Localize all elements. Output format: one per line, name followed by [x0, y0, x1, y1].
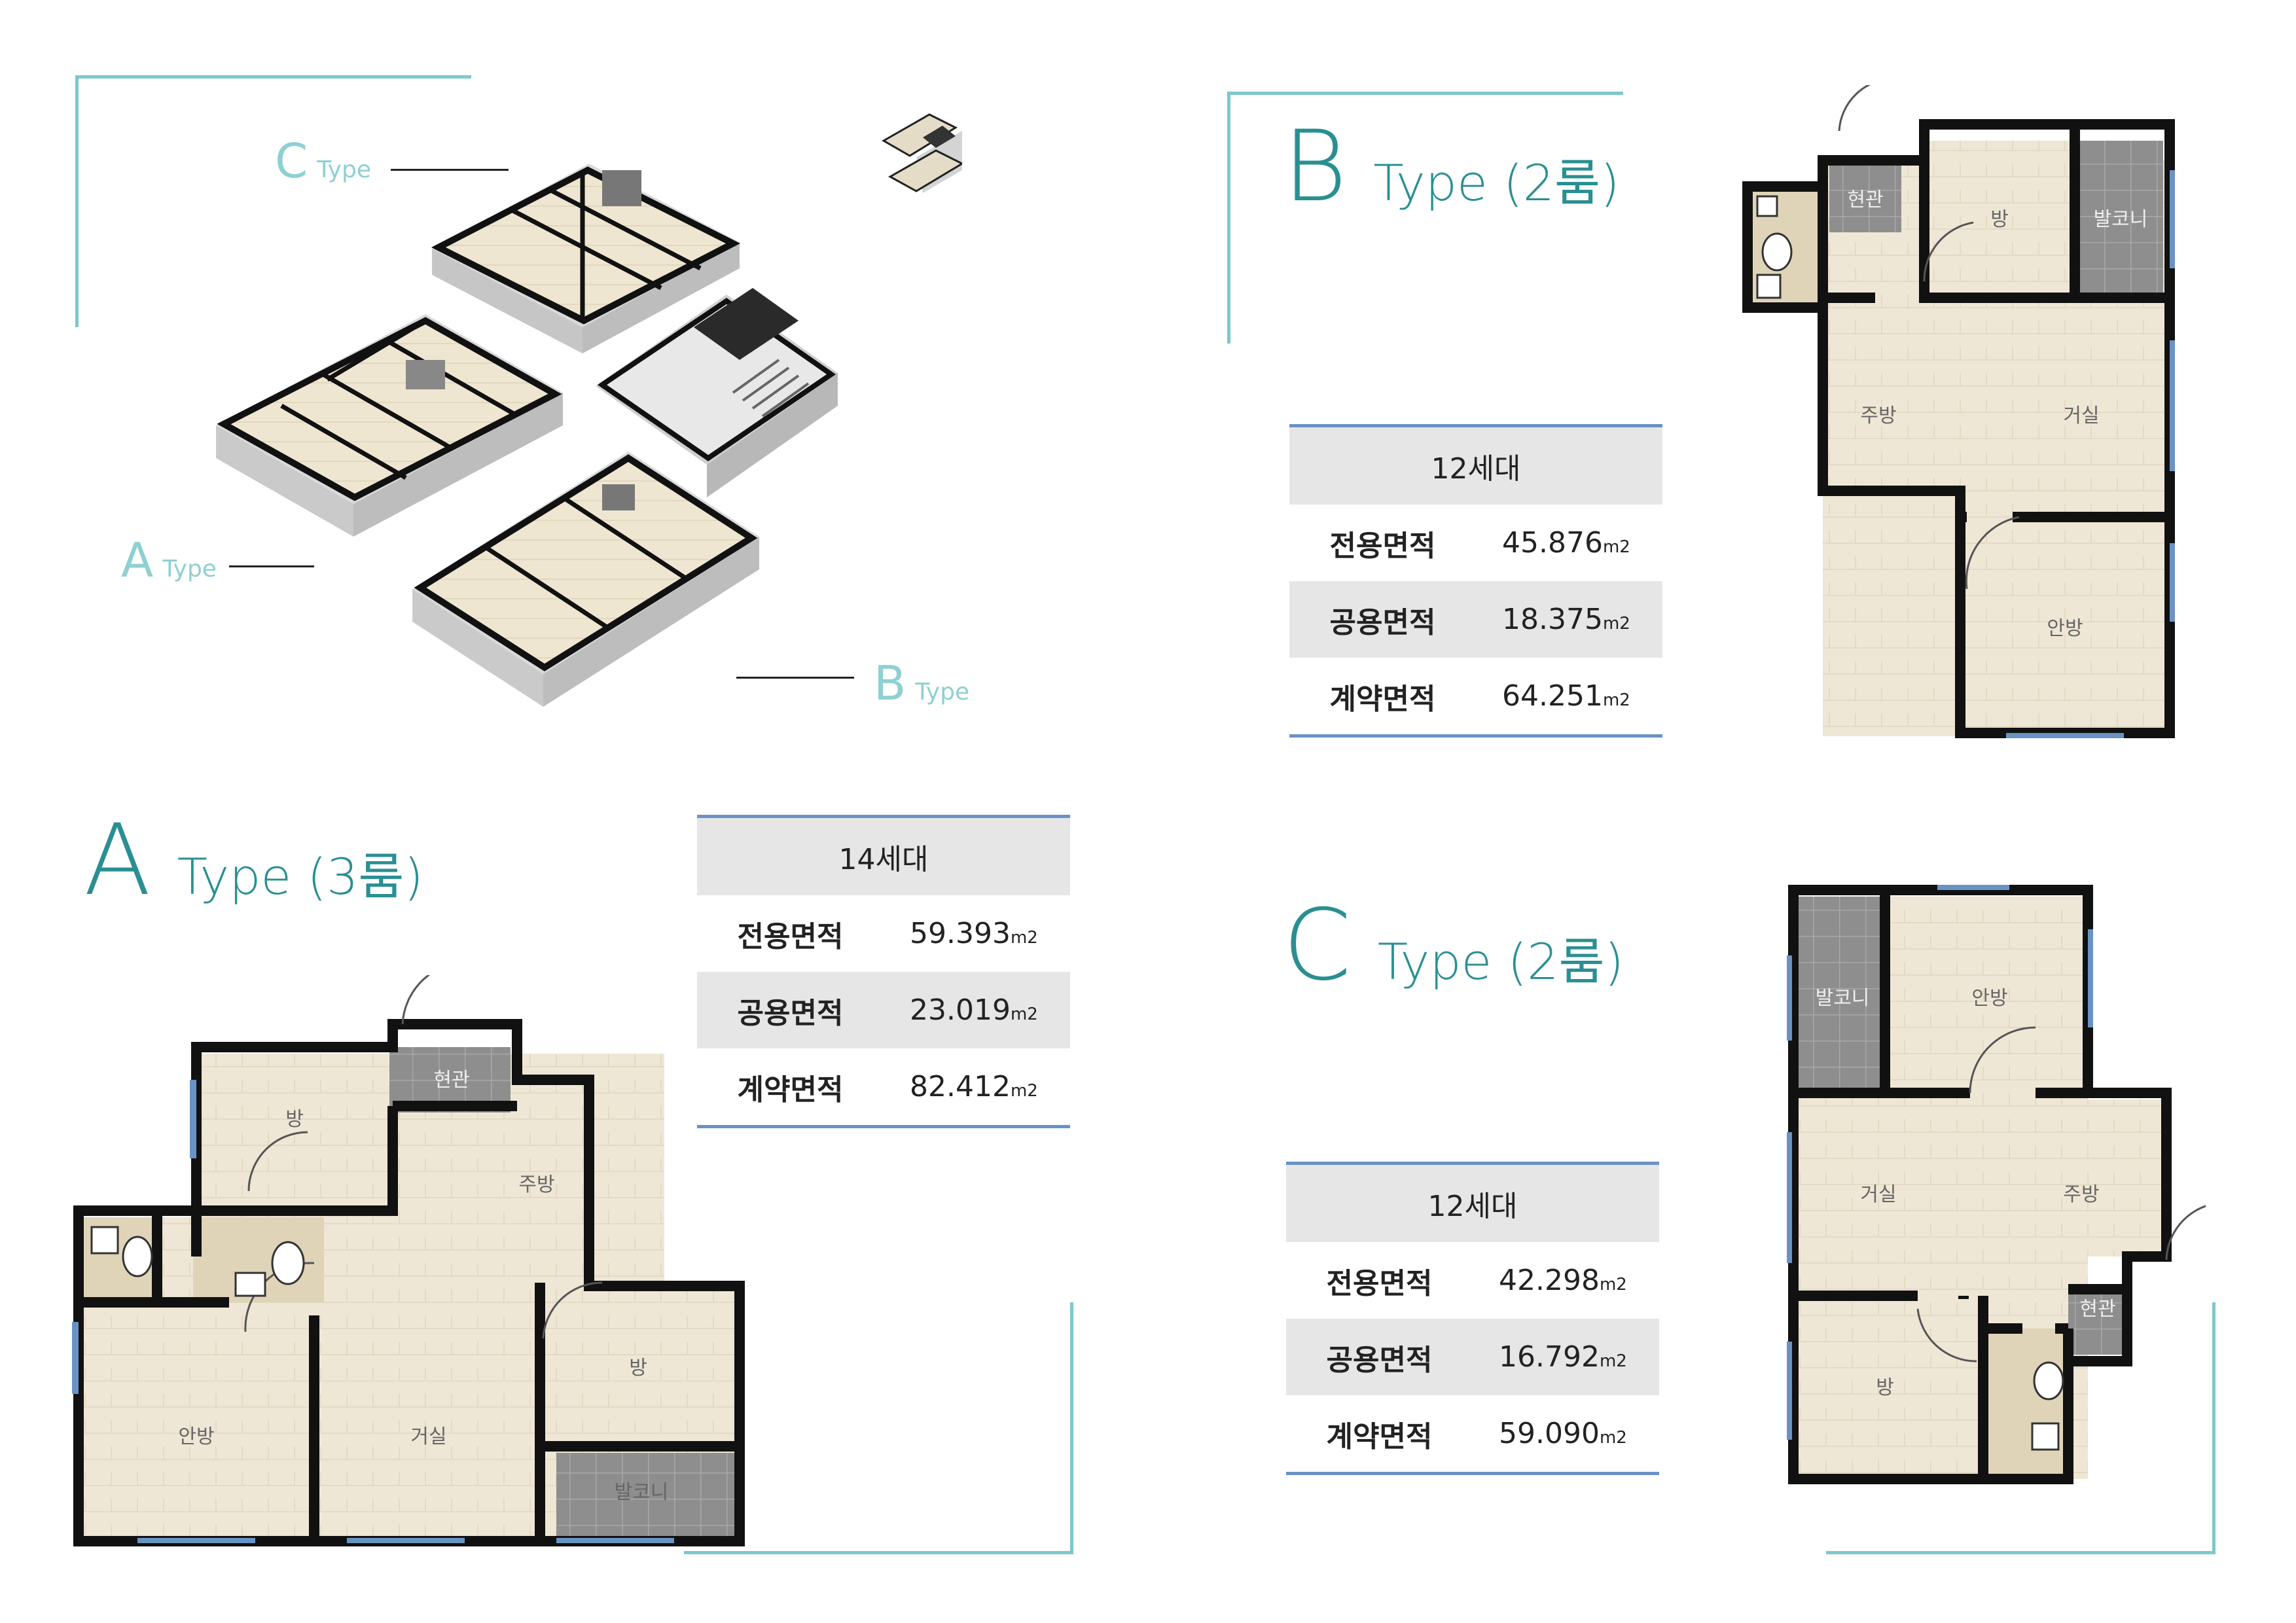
axon-label-c: C Type	[275, 134, 371, 188]
type-a-row-contract: 계약면적 82.412m2	[737, 1070, 1038, 1107]
frame-top-right	[1227, 92, 1623, 344]
type-a-room-bedroom-1: 방	[285, 1108, 304, 1131]
type-a-room-kitchen: 주방	[518, 1173, 554, 1196]
type-a-row-exclusive: 전용면적 59.393m2	[737, 917, 1038, 954]
type-c-room-balcony: 발코니	[1816, 987, 1870, 1010]
axon-leader-a	[229, 565, 314, 567]
axonometric-building	[209, 79, 965, 779]
type-b-floorplan: 현관 방 발코니 주방 거실 안방	[1738, 77, 2183, 749]
type-c-row-exclusive: 전용면적 42.298m2	[1326, 1264, 1627, 1300]
type-c-table-header: 12세대	[1286, 1165, 1659, 1242]
axon-thumbnail	[881, 113, 965, 193]
type-b-room-master: 안방	[2047, 617, 2083, 640]
type-c-title: C Type (2룸)	[1283, 889, 1624, 1003]
axon-core-stairs	[596, 288, 838, 497]
type-c-row-common: 공용면적 16.792m2	[1286, 1319, 1659, 1395]
type-b-title: B Type (2룸)	[1283, 110, 1620, 224]
type-c-floorplan: 발코니 안방 거실 주방 현관 방	[1787, 883, 2213, 1488]
type-a-room-master: 안방	[178, 1425, 214, 1448]
type-c-area-table: 12세대 전용면적 42.298m2 공용면적 16.792m2 계약면적 59…	[1286, 1162, 1659, 1475]
type-a-floorplan: 방 현관 주방 안방 거실 방 발코니	[72, 961, 746, 1554]
type-b-room-entrance: 현관	[1847, 188, 1883, 211]
type-b-row-exclusive: 전용면적 45.876m2	[1329, 526, 1630, 563]
axon-block-b	[412, 452, 759, 707]
type-a-room-balcony: 발코니	[615, 1481, 669, 1504]
type-c-room-entrance: 현관	[2079, 1298, 2115, 1321]
type-c-room-master: 안방	[1971, 987, 2007, 1010]
type-a-table-header: 14세대	[697, 818, 1070, 895]
axon-label-b: B Type	[874, 656, 970, 711]
type-b-table-header: 12세대	[1289, 427, 1662, 505]
type-a-room-bedroom-2: 방	[629, 1357, 647, 1380]
type-b-room-kitchen: 주방	[1860, 404, 1896, 427]
axon-label-a: A Type	[121, 533, 217, 588]
frame-bottom-right	[1826, 1302, 2215, 1554]
type-a-row-common: 공용면적 23.019m2	[697, 972, 1070, 1048]
type-b-room-bedroom: 방	[1990, 208, 2009, 231]
type-c-room-kitchen: 주방	[2063, 1183, 2099, 1206]
frame-bottom-middle	[684, 1302, 1073, 1554]
type-a-room-entrance: 현관	[433, 1069, 469, 1092]
type-c-room-bedroom: 방	[1876, 1376, 1894, 1399]
type-b-room-living: 거실	[2063, 404, 2099, 427]
type-a-area-table: 14세대 전용면적 59.393m2 공용면적 23.019m2 계약면적 82…	[697, 815, 1070, 1128]
frame-top-left	[75, 75, 471, 327]
type-a-room-living: 거실	[410, 1425, 446, 1448]
axon-leader-c	[391, 169, 509, 171]
axon-block-a	[216, 314, 563, 537]
type-b-room-balcony: 발코니	[2094, 208, 2148, 231]
type-c-row-contract: 계약면적 59.090m2	[1326, 1417, 1627, 1454]
type-b-row-common: 공용면적 18.375m2	[1289, 581, 1662, 658]
axon-leader-b	[736, 677, 854, 679]
axon-block-c	[431, 164, 740, 353]
type-b-row-contract: 계약면적 64.251m2	[1329, 679, 1630, 716]
type-c-room-living: 거실	[1860, 1183, 1896, 1206]
type-b-area-table: 12세대 전용면적 45.876m2 공용면적 18.375m2 계약면적 64…	[1289, 424, 1662, 738]
type-a-title: A Type (3룸)	[84, 804, 423, 918]
